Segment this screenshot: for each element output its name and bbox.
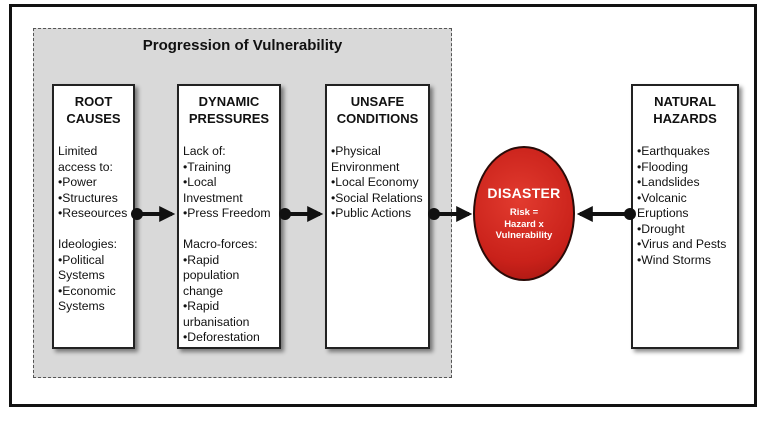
dynamic-pressures-box: DYNAMIC PRESSURES Lack of: •Training •Lo… [177,84,281,349]
disaster-node: DISASTER Risk = Hazard x Vulnerability [473,146,575,281]
unsafe-conditions-text: •Physical Environment •Local Economy •So… [331,144,423,220]
arrow-unsafe-to-disaster [428,206,473,222]
arrow-root-to-dynamic [131,206,176,222]
disaster-title: DISASTER [487,185,561,201]
natural-hazards-text: •Earthquakes •Flooding •Landslides •Volc… [637,144,727,267]
group-title: Progression of Vulnerability [142,37,343,54]
dynamic-pressures-title: DYNAMIC PRESSURES [188,94,270,126]
natural-hazards-title: NATURAL HAZARDS [653,94,717,126]
disaster-formula: Risk = Hazard x Vulnerability [495,207,553,241]
arrow-dynamic-to-unsafe [279,206,324,222]
unsafe-conditions-title: UNSAFE CONDITIONS [336,94,419,126]
root-causes-title: ROOT CAUSES [66,94,121,126]
arrow-hazards-to-disaster [576,206,636,222]
natural-hazards-box: NATURAL HAZARDS •Earthquakes •Flooding •… [631,84,739,349]
root-causes-text: Limited access to: •Power •Structures •R… [58,144,128,313]
dynamic-pressures-text: Lack of: •Training •Local Investment •Pr… [183,144,271,344]
unsafe-conditions-box: UNSAFE CONDITIONS •Physical Environment … [325,84,430,349]
